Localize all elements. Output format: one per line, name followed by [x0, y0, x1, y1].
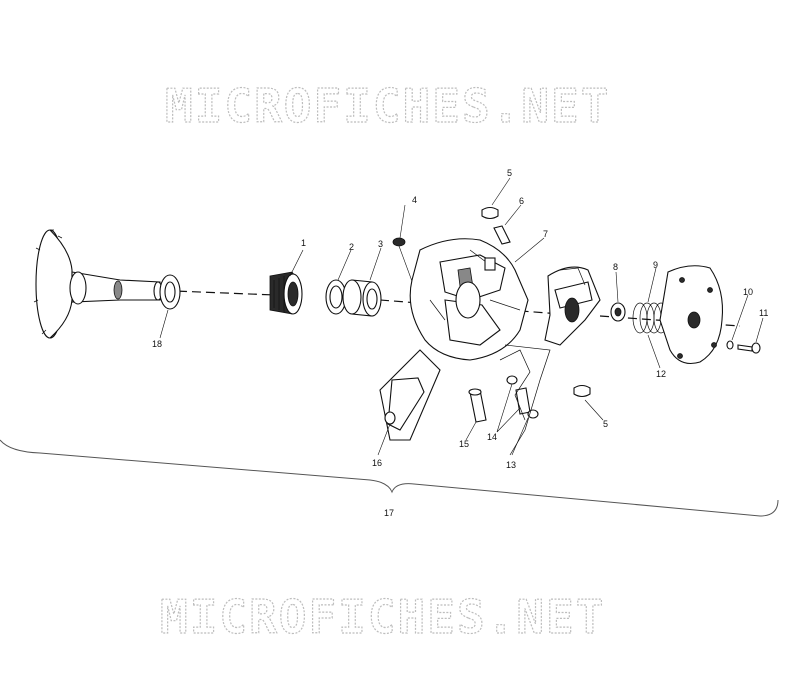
shoe-16: [379, 344, 551, 456]
bolt-15: [468, 388, 487, 423]
bearing-1: [269, 271, 303, 315]
callout-8: 8: [613, 262, 618, 272]
spider-housing: [409, 238, 529, 361]
screw-11: [737, 342, 761, 354]
bushing-3: [342, 279, 382, 317]
bushing-13: [515, 387, 539, 419]
moveable-sheave: [33, 229, 163, 339]
callout-1: 1: [301, 238, 306, 248]
leader-lines: [159, 177, 764, 456]
button-5-bottom: [573, 384, 591, 398]
arm-assembly: [544, 266, 601, 346]
callout-15: 15: [459, 439, 469, 449]
button-5-top: [481, 206, 499, 220]
callout-17: 17: [384, 508, 394, 518]
callout-11: 11: [759, 308, 768, 318]
callout-6: 6: [519, 196, 524, 206]
washer-10: [726, 340, 734, 350]
callout-9: 9: [653, 260, 658, 270]
callout-2: 2: [349, 242, 354, 252]
callout-13: 13: [506, 460, 516, 470]
callout-5-bottom: 5: [603, 419, 608, 429]
assembly-brace: [0, 439, 779, 517]
callout-16: 16: [372, 458, 382, 468]
nut-14: [506, 375, 518, 385]
cover-plate: [659, 265, 724, 365]
watermark-bottom: MICROFICHES.NET: [160, 590, 605, 644]
callout-10: 10: [743, 287, 753, 297]
pin-6: [493, 225, 511, 245]
callout-14: 14: [487, 432, 497, 442]
callout-12: 12: [656, 369, 666, 379]
callout-7: 7: [543, 229, 548, 239]
callout-5-top: 5: [507, 168, 512, 178]
callout-18: 18: [152, 339, 162, 349]
spring-9: [632, 302, 669, 334]
watermark-top: MICROFICHES.NET: [165, 79, 610, 133]
callout-3: 3: [378, 239, 383, 249]
callout-4: 4: [412, 195, 417, 205]
